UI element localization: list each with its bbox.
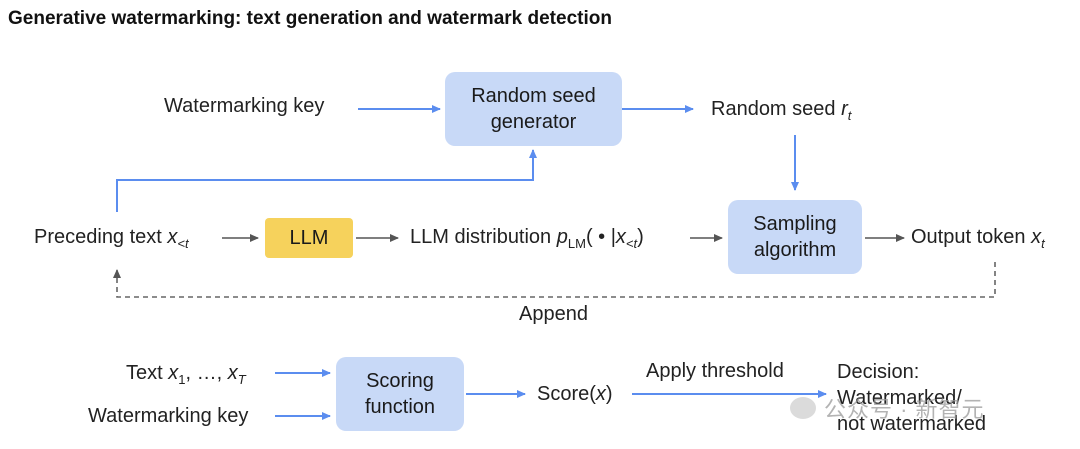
diagram-title: Generative watermarking: text generation… [8,8,612,29]
wechat-icon [790,397,816,419]
wechat-watermark: 公众号 · 新智元 [790,392,985,424]
llm-box: LLM [265,218,353,258]
watermarking-key-label: Watermarking key [164,95,325,117]
arrow-preceding-to-seedgen [116,149,537,212]
detection-watermarking-key-label: Watermarking key [88,405,249,427]
preceding-text-label: Preceding text x<t [34,226,189,251]
scoring-function-box: Scoring function [336,357,464,431]
random-seed-generator-line1: Random seed [471,85,596,107]
watermark-text: 公众号 · 新智元 [824,397,985,422]
scoring-function-line1: Scoring [366,370,434,392]
append-loop [113,262,996,298]
sampling-algorithm-line2: algorithm [753,239,837,261]
output-token-label: Output token xt [911,226,1045,251]
sampling-algorithm-line1: Sampling [753,213,837,235]
decision-label: Decision: Watermarked/ not watermarked [837,361,986,435]
random-seed-label: Random seed rt [711,98,852,123]
scoring-function-line2: function [364,396,436,418]
append-label: Append [519,303,588,325]
random-seed-generator-line2: generator [490,111,577,133]
random-seed-generator-box: Random seed generator [445,72,622,146]
score-label: Score(x) [537,383,613,405]
llm-distribution-label: LLM distribution pLM( • |x<t) [410,226,644,251]
detection-text-label: Text x1, …, xT [126,362,246,387]
sampling-algorithm-box: Sampling algorithm [728,200,862,274]
apply-threshold-label: Apply threshold [646,360,784,382]
